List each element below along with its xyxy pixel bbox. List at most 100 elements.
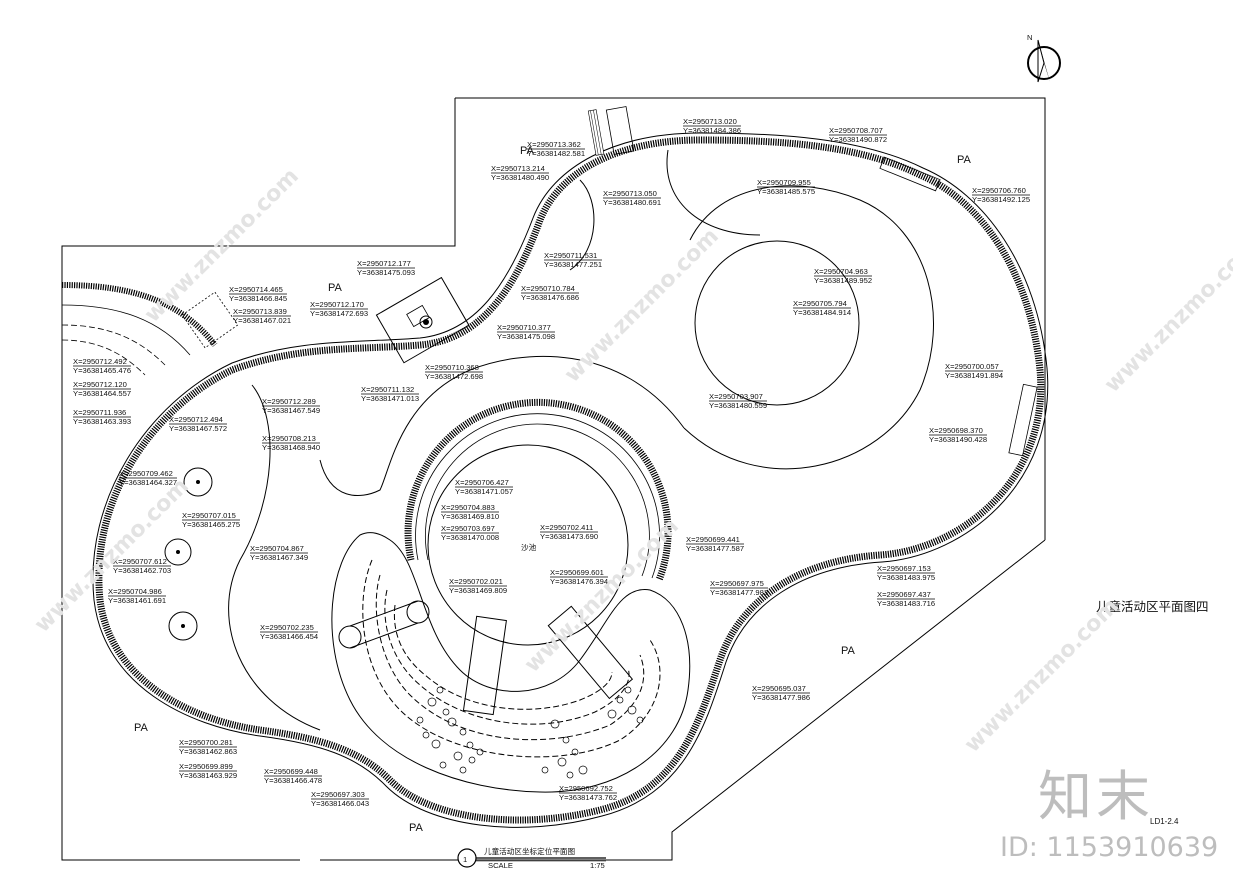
coord-y: Y=36381475.093 — [357, 268, 415, 277]
coord-x: X=2950712.120 — [73, 380, 127, 389]
coord-x: X=2950712.170 — [310, 300, 364, 309]
coord-x: X=2950704.986 — [108, 587, 162, 596]
coord-y: Y=36381477.986 — [752, 693, 810, 702]
coord-y: Y=36381477.983 — [710, 588, 768, 597]
coord-y: Y=36381490.872 — [829, 135, 887, 144]
top-strip — [587, 106, 635, 156]
coord-y: Y=36381489.952 — [814, 276, 872, 285]
coord-y: Y=36381466.845 — [229, 294, 287, 303]
coord-x: X=2950711.936 — [73, 408, 126, 417]
coord-y: Y=36381476.686 — [521, 293, 579, 302]
coord-y: Y=36381465.275 — [182, 520, 240, 529]
detail-number: 1 — [463, 855, 467, 864]
coord-y: Y=36381466.454 — [260, 632, 318, 641]
coord-y: Y=36381477.251 — [544, 260, 602, 269]
bench-strips — [879, 156, 1038, 457]
stepping-stone — [468, 756, 476, 764]
central-ring — [404, 398, 672, 646]
coord-x: X=2950699.441 — [686, 535, 740, 544]
coord-x: X=2950703.907 — [709, 392, 763, 401]
coord-x: X=2950699.601 — [550, 568, 604, 577]
coord-y: Y=36381485.575 — [757, 187, 815, 196]
coord-y: Y=36381472.698 — [425, 372, 483, 381]
coord-x: X=2950702.235 — [260, 623, 314, 632]
drawing-title: 儿童活动区坐标定位平面图 — [484, 846, 575, 856]
curved-path-band — [61, 282, 218, 376]
stepping-stone — [466, 741, 474, 749]
coord-y: Y=36381471.013 — [361, 394, 419, 403]
stepping-stone — [476, 748, 484, 756]
coord-x: X=2950713.020 — [683, 117, 737, 126]
coord-y: Y=36381470.008 — [441, 533, 499, 542]
coord-x: X=2950700.281 — [179, 738, 233, 747]
coord-y: Y=36381480.559 — [709, 401, 767, 410]
stepping-stone — [436, 686, 444, 694]
coord-x: X=2950708.213 — [262, 434, 316, 443]
coord-y: Y=36381472.693 — [310, 309, 368, 318]
coord-x: X=2950704.867 — [250, 544, 304, 553]
coord-x: X=2950700.057 — [945, 362, 999, 371]
coord-x: X=2950710.368 — [425, 363, 479, 372]
coord-x: X=2950702.411 — [540, 523, 593, 532]
stepping-stone — [442, 708, 450, 716]
coord-y: Y=36381483.716 — [877, 599, 935, 608]
coord-x: X=2950706.760 — [972, 186, 1026, 195]
coord-y: Y=36381471.057 — [455, 487, 513, 496]
coord-y: Y=36381463.929 — [179, 771, 237, 780]
coord-y: Y=36381467.572 — [169, 424, 227, 433]
coord-x: X=2950705.794 — [793, 299, 847, 308]
stepping-stone — [566, 771, 574, 779]
coord-y: Y=36381484.914 — [793, 308, 851, 317]
coord-x: X=2950697.153 — [877, 564, 931, 573]
coord-x: X=2950704.883 — [441, 503, 495, 512]
coord-x: X=2950699.448 — [264, 767, 318, 776]
coord-y: Y=36381473.690 — [540, 532, 598, 541]
coord-x: X=2950708.707 — [829, 126, 883, 135]
pa-label: PA — [957, 154, 972, 166]
pa-label: PA — [841, 645, 856, 657]
coord-x: X=2950695.037 — [752, 684, 806, 693]
stepping-stone — [562, 736, 570, 744]
pa-label: PA — [328, 282, 343, 294]
coord-x: X=2950710.784 — [521, 284, 575, 293]
pa-labels: PA PA PA PA PA PA — [134, 145, 972, 834]
coord-y: Y=36381475.098 — [497, 332, 555, 341]
coord-y: Y=36381466.478 — [264, 776, 322, 785]
stepping-stone — [416, 716, 424, 724]
stepping-stone — [541, 766, 549, 774]
coord-y: Y=36381464.557 — [73, 389, 131, 398]
coord-y: Y=36381491.894 — [945, 371, 1003, 380]
site-boundary — [61, 97, 1046, 861]
coord-y: Y=36381468.940 — [262, 443, 320, 452]
coord-x: X=2950709.955 — [757, 178, 811, 187]
stepping-stone — [459, 728, 467, 736]
